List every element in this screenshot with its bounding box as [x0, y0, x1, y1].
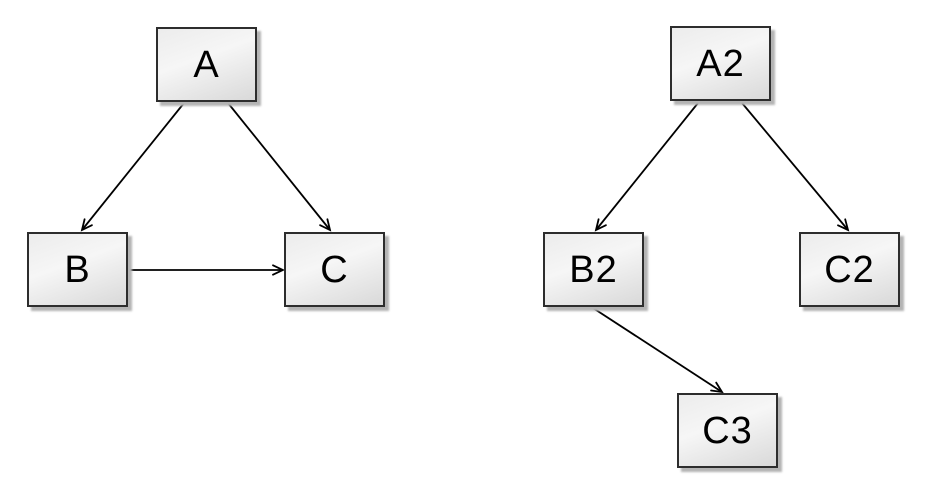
edge-B2-C3: [592, 307, 722, 392]
node-C2-label: C2: [824, 248, 875, 291]
edge-A2-B2: [596, 102, 699, 230]
edge-A-B: [82, 102, 185, 230]
node-B2-label: B2: [569, 248, 618, 291]
node-C2: C2: [799, 232, 900, 307]
node-C3: C3: [677, 393, 778, 468]
edge-A2-C2: [741, 102, 848, 230]
edge-A-C: [227, 102, 330, 230]
node-B2: B2: [543, 232, 644, 307]
node-A-label: A: [193, 43, 220, 86]
node-C-label: C: [320, 248, 349, 291]
node-A: A: [156, 27, 257, 102]
node-C: C: [284, 232, 385, 307]
node-A2: A2: [670, 26, 771, 101]
node-B-label: B: [64, 248, 91, 291]
node-B: B: [27, 232, 128, 307]
node-C3-label: C3: [702, 409, 753, 452]
node-A2-label: A2: [696, 42, 745, 85]
